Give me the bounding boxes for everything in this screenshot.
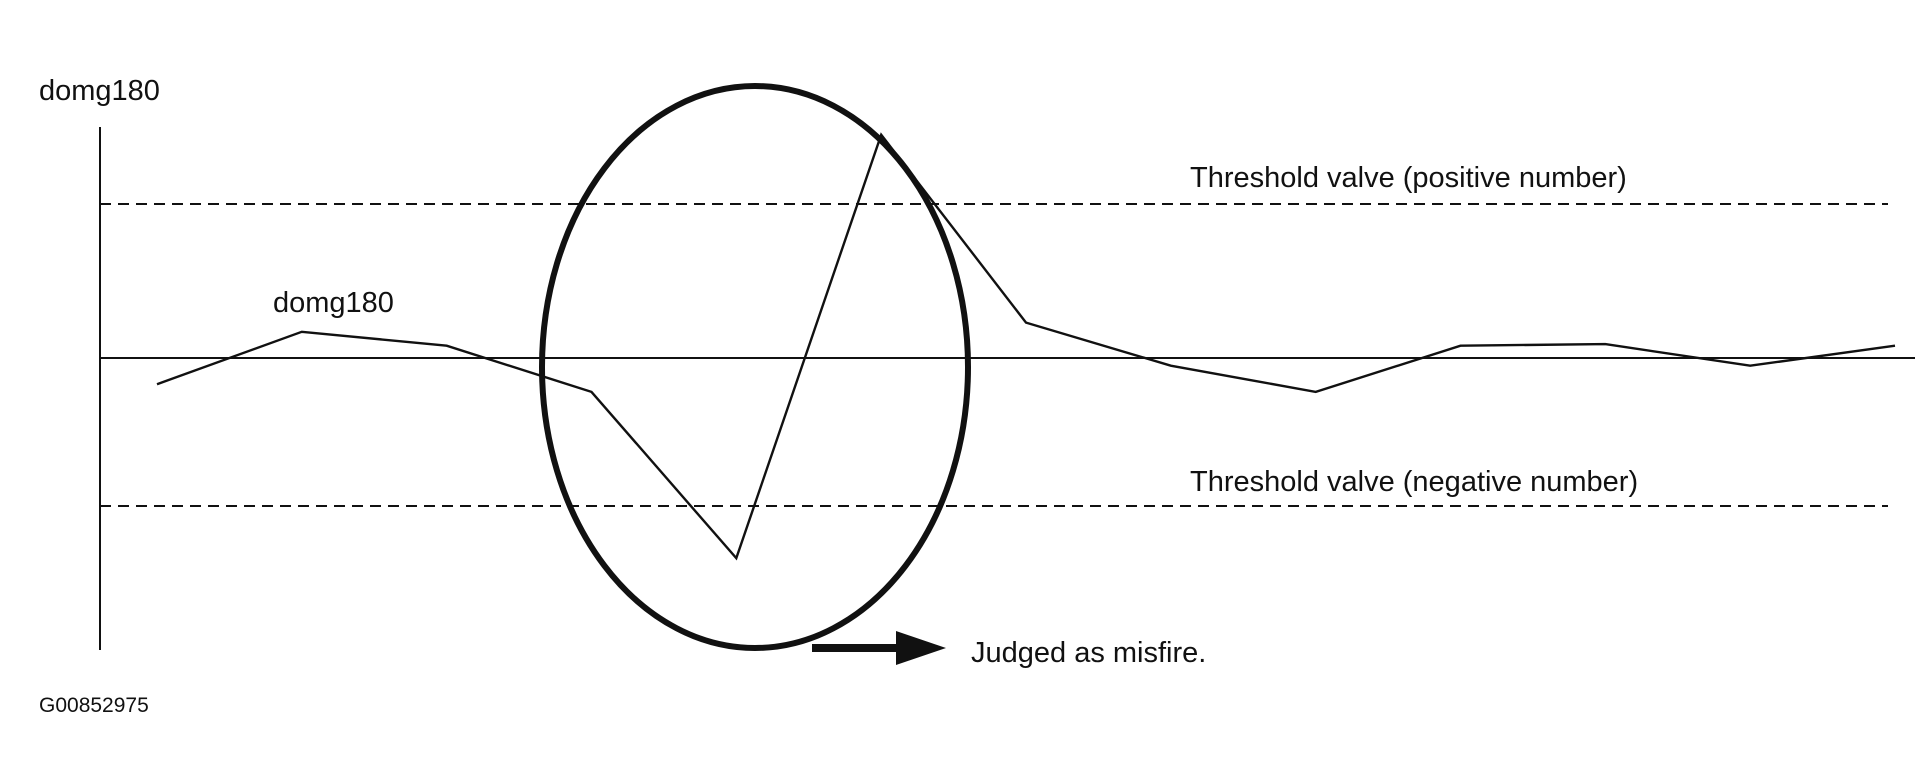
figure-id: G00852975 <box>39 694 149 717</box>
axis-label: domg180 <box>39 75 160 107</box>
domg180-signal-line <box>156 132 1896 561</box>
arrow-right-icon <box>812 631 946 665</box>
misfire-highlight-ellipse <box>539 83 971 651</box>
threshold-positive-label: Threshold valve (positive number) <box>1190 162 1627 194</box>
judgment-label: Judged as misfire. <box>971 637 1206 669</box>
threshold-negative-label: Threshold valve (negative number) <box>1190 466 1638 498</box>
signal-label: domg180 <box>273 287 394 319</box>
